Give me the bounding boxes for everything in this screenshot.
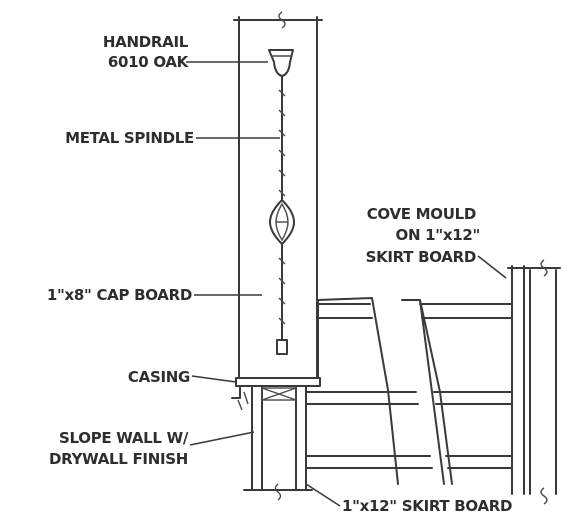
leader-lines <box>186 61 507 507</box>
casing <box>231 377 321 411</box>
label-cove-mould-line2: ON 1"x12" <box>396 226 480 244</box>
label-handrail-line2: 6010 OAK <box>108 53 190 71</box>
right-post <box>507 259 561 505</box>
label-skirt-board: 1"x12" SKIRT BOARD <box>342 497 512 515</box>
label-cove-mould-line1: COVE MOULD <box>367 205 476 223</box>
label-slope-wall-line1: SLOPE WALL W/ <box>59 429 189 447</box>
stair-treads <box>305 297 513 485</box>
label-casing: CASING <box>128 368 190 386</box>
label-cove-mould-line3: SKIRT BOARD <box>366 248 476 266</box>
slope-wall <box>243 385 313 501</box>
label-slope-wall-line2: DRYWALL FINISH <box>49 450 188 468</box>
label-handrail-line1: HANDRAIL <box>103 33 189 51</box>
label-cap-board: 1"x8" CAP BOARD <box>47 286 192 304</box>
label-metal-spindle: METAL SPINDLE <box>65 129 194 147</box>
metal-spindle <box>269 75 295 355</box>
handrail-profile <box>268 49 294 77</box>
cap-board-column <box>233 11 323 379</box>
